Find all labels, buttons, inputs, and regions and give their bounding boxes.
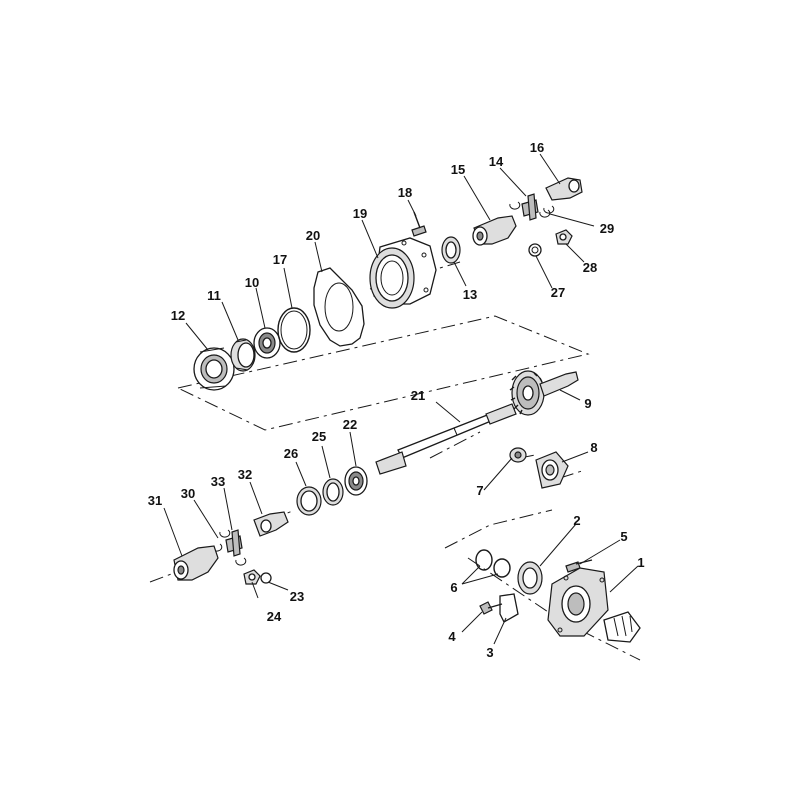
label-27: 27 [551, 285, 565, 300]
part-21-shaft [375, 403, 517, 475]
part-28-nut [555, 229, 573, 245]
label-6: 6 [450, 580, 457, 595]
label-28: 28 [583, 260, 597, 275]
label-13: 13 [463, 287, 477, 302]
label-19: 19 [353, 206, 367, 221]
part-19-housing [369, 237, 437, 309]
part-11-bearing [230, 338, 256, 372]
label-22: 22 [343, 417, 357, 432]
part-12-bearing [193, 347, 235, 391]
label-10: 10 [245, 275, 259, 290]
part-33-cross [219, 529, 247, 566]
label-7: 7 [476, 483, 483, 498]
label-30: 30 [181, 486, 195, 501]
part-24-nut [243, 569, 261, 585]
label-25: 25 [312, 429, 326, 444]
label-16: 16 [530, 140, 544, 155]
part-23-washer [260, 572, 272, 584]
part-8-pinion-gear [535, 451, 569, 489]
part-27-washer [528, 243, 542, 257]
part-25-bearing-race [322, 478, 344, 506]
label-20: 20 [306, 228, 320, 243]
label-24: 24 [267, 609, 282, 624]
part-14-cross [509, 193, 551, 221]
label-4: 4 [448, 629, 456, 644]
part-7-washer [509, 447, 527, 463]
label-11: 11 [207, 288, 221, 303]
part-9-ring-gear [509, 370, 579, 416]
label-3: 3 [486, 645, 493, 660]
label-21: 21 [411, 388, 425, 403]
part-31-yoke [173, 545, 219, 581]
part-22-bearing [344, 466, 368, 496]
label-5: 5 [620, 529, 627, 544]
part-26-seal [296, 486, 322, 516]
leader-lines [163, 153, 639, 645]
part-10-bearing [253, 327, 281, 359]
label-17: 17 [273, 252, 287, 267]
label-1: 1 [637, 555, 644, 570]
label-29: 29 [600, 221, 614, 236]
part-20-shim-plate [313, 267, 365, 347]
part-29-clip [543, 205, 555, 214]
part-18-bolt [411, 211, 427, 237]
part-13-seal-ring [441, 236, 461, 264]
label-26: 26 [284, 446, 298, 461]
label-33: 33 [211, 474, 225, 489]
label-14: 14 [489, 154, 504, 169]
part-15-yoke [472, 215, 517, 246]
label-2: 2 [573, 513, 580, 528]
part-17-o-ring [277, 307, 311, 353]
label-18: 18 [398, 185, 412, 200]
part-32-yoke [253, 511, 289, 537]
part-16-yoke [545, 177, 583, 201]
label-8: 8 [590, 440, 597, 455]
part-3-bracket [499, 593, 519, 623]
label-9: 9 [584, 396, 591, 411]
part-1-gear-case [547, 567, 641, 643]
callout-labels: 1 2 3 4 5 6 7 8 9 10 11 12 13 14 15 16 1… [148, 140, 645, 660]
part-4-bolt [479, 601, 503, 615]
label-23: 23 [290, 589, 304, 604]
part-6-o-rings [475, 549, 511, 578]
part-2-bearing [517, 561, 543, 595]
label-15: 15 [451, 162, 465, 177]
label-32: 32 [238, 467, 252, 482]
label-12: 12 [171, 308, 185, 323]
label-31: 31 [148, 493, 162, 508]
